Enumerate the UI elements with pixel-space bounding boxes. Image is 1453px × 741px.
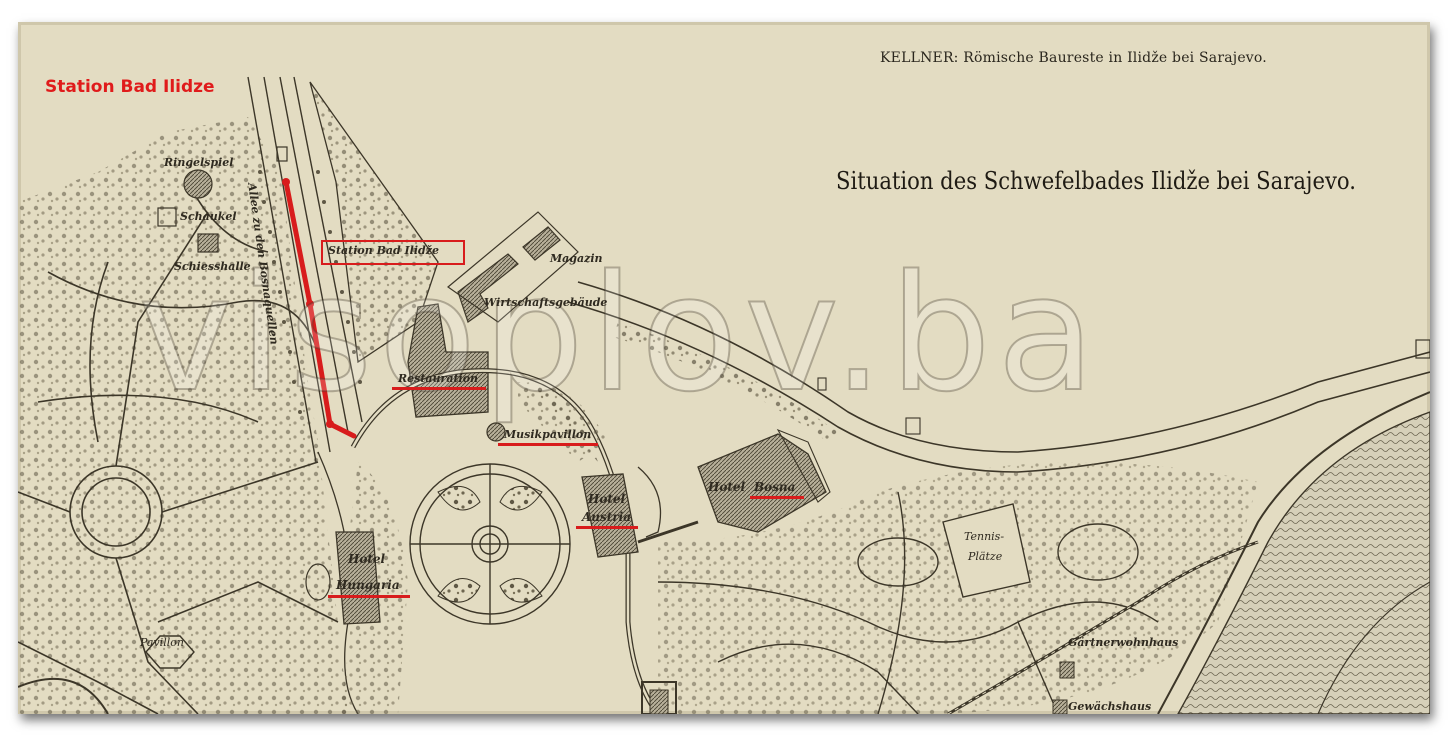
allee-trees <box>258 170 362 414</box>
label-tennis-2: Plätze <box>968 550 1003 563</box>
magazin-block <box>522 226 561 261</box>
label-musikpavillon: Musikpavillon <box>504 428 592 441</box>
label-hotel-hungaria-2: Hungaria <box>336 578 400 592</box>
highlight-route <box>283 179 357 439</box>
central-garden <box>409 463 571 625</box>
allee-lines <box>247 76 363 463</box>
label-gewachshaus: Gewächshaus <box>1068 700 1152 713</box>
label-wirtschaftsgebaude: Wirtschaftsgebäude <box>484 296 608 309</box>
station-woods <box>310 82 438 362</box>
bottom-structure <box>641 681 677 714</box>
label-tennis-1: Tennis- <box>964 530 1005 543</box>
header-note: KELLNER: Römische Baureste in Ilidže bei… <box>880 50 1267 66</box>
map-title: Situation des Schwefelbades Ilidže bei S… <box>836 167 1356 195</box>
pavillon-bottom-path <box>18 678 109 714</box>
east-road <box>567 281 1430 473</box>
map-frame: visoplov.ba KELLNER: Römische Baureste i… <box>18 22 1430 714</box>
pavillon-shape <box>145 635 195 669</box>
austria-underline <box>576 526 638 529</box>
label-ringelspiel: Ringelspiel <box>164 156 234 169</box>
label-hotel-austria-1: Hotel <box>588 492 626 506</box>
east-park-paths <box>657 491 1159 714</box>
label-hotel-bosna-1: Hotel <box>708 480 746 494</box>
river-bank <box>1157 391 1430 714</box>
hungaria-underline <box>328 595 410 598</box>
small-station-hut <box>276 146 288 162</box>
musikpavillon-underline <box>498 443 598 446</box>
label-hotel-bosna-2: Bosna <box>754 480 796 494</box>
label-hotel-austria-2: Austria <box>582 510 631 524</box>
route-start-dot <box>282 178 290 186</box>
garden-ornaments <box>437 485 543 603</box>
left-park-paths <box>18 181 339 714</box>
map-drawing <box>18 22 1430 714</box>
musikpavillon-circle <box>486 422 506 442</box>
tennis-courts <box>942 503 1031 598</box>
label-station: Station Bad Ilidže <box>328 244 439 257</box>
hotel-hungaria-building <box>335 531 381 625</box>
east-road-trees <box>613 322 838 442</box>
left-park-woods <box>18 117 348 714</box>
gartnerwohnhaus-block <box>1059 661 1075 679</box>
route-end-dot <box>326 420 334 428</box>
label-pavillon: Pavillon <box>140 636 184 649</box>
highlight-label: Station Bad Ilidze <box>45 77 215 97</box>
wirtschaft-yard <box>447 211 579 323</box>
restauration-underline <box>392 387 486 390</box>
watermark-text: visoplov.ba <box>137 240 1102 427</box>
route-mid-dot <box>306 300 314 308</box>
label-restauration: Restauration <box>398 372 479 385</box>
hotel-austria-building <box>581 473 639 558</box>
label-schiesshalle: Schiesshalle <box>174 260 251 273</box>
river <box>1177 411 1430 714</box>
label-schaukel: Schaukel <box>180 210 237 223</box>
label-magazin: Magazin <box>550 252 603 265</box>
gewachshaus-block <box>1052 699 1068 714</box>
musik-woods <box>518 382 608 462</box>
label-hotel-hungaria-1: Hotel <box>348 552 386 566</box>
label-gartnerwohnhaus: Gärtnerwohnhaus <box>1068 636 1179 649</box>
bosna-underline <box>750 496 804 499</box>
station-highlight-box <box>321 240 465 265</box>
schiesshalle-block <box>197 233 219 253</box>
ringelspiel-circle <box>183 169 213 199</box>
schaukel-square <box>157 207 177 227</box>
